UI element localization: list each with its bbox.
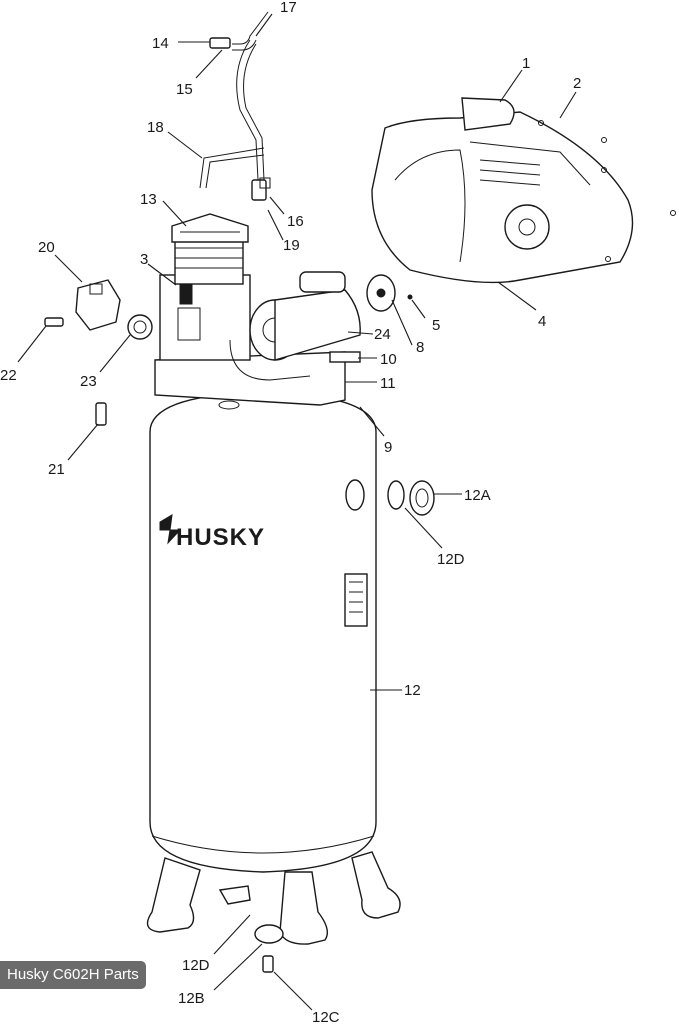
- callout-4: 4: [538, 313, 546, 330]
- callout-11: 11: [380, 375, 396, 392]
- callout-12d-lower: 12D: [182, 957, 210, 974]
- outlet-tubing: [199, 11, 271, 201]
- callout-1: 1: [522, 55, 530, 72]
- callout-16: 16: [287, 213, 304, 230]
- callout-20: 20: [38, 239, 55, 256]
- leader-lines: [17, 13, 577, 1011]
- callout-18: 18: [147, 119, 164, 136]
- callout-13: 13: [140, 191, 157, 208]
- callout-12c: 12C: [312, 1009, 340, 1024]
- callout-15: 15: [176, 81, 193, 98]
- callout-12: 12: [404, 682, 421, 699]
- callout-9: 9: [384, 439, 392, 456]
- callout-24: 24: [374, 326, 391, 343]
- callout-19: 19: [283, 237, 300, 254]
- callout-12d-upper: 12D: [437, 551, 465, 568]
- drain-parts: [254, 924, 284, 973]
- callout-8: 8: [416, 339, 424, 356]
- callout-labels: 17 14 15 18 1 2 13 16 19 20 3 4 5 8 24 1…: [0, 0, 581, 1024]
- check-valve-assembly: [387, 480, 435, 516]
- pump-assembly: [154, 213, 396, 406]
- callout-14: 14: [152, 35, 169, 52]
- callout-21: 21: [48, 461, 65, 478]
- belt-guard: [371, 97, 676, 300]
- caption-badge: Husky C602H Parts: [0, 961, 146, 989]
- callout-17: 17: [280, 0, 297, 16]
- callout-12b: 12B: [178, 990, 205, 1007]
- tank-12: HUSKY: [146, 391, 401, 945]
- callout-3: 3: [140, 251, 148, 268]
- callout-22: 22: [0, 367, 17, 384]
- callout-23: 23: [80, 373, 97, 390]
- pressure-switch: [44, 279, 153, 426]
- brand-logo-text: HUSKY: [176, 524, 265, 551]
- callout-2: 2: [573, 75, 581, 92]
- callout-5: 5: [432, 317, 440, 334]
- callout-10: 10: [380, 351, 397, 368]
- caption-text: Husky C602H Parts: [7, 966, 139, 983]
- callout-12a: 12A: [464, 487, 491, 504]
